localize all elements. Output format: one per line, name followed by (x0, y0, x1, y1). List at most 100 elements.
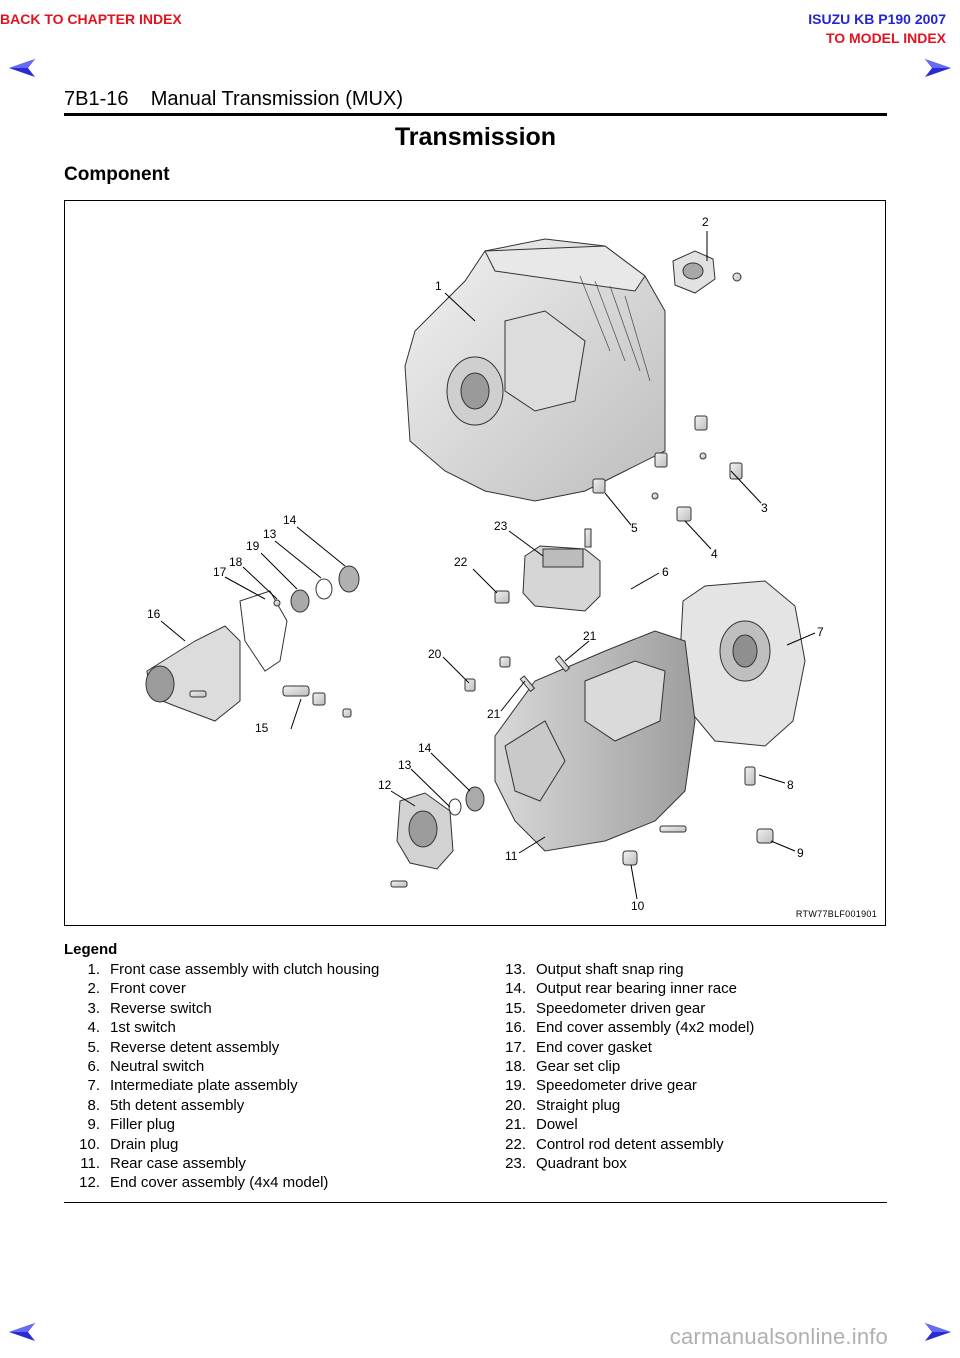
legend-text: Speedometer drive gear (536, 1077, 697, 1095)
legend-number: 2. (87, 980, 100, 998)
legend-number: 7. (87, 1077, 100, 1095)
callout-20: 20 (428, 647, 442, 661)
legend-item: 4. 1st switch (64, 1018, 464, 1037)
callout-7: 7 (817, 625, 824, 639)
arrow-left-icon[interactable] (8, 58, 36, 78)
legend-text: Dowel (536, 1116, 578, 1134)
legend-item: 7. Intermediate plate assembly (64, 1076, 464, 1095)
legend-title: Legend (64, 941, 118, 958)
legend-text: Front cover (110, 980, 186, 998)
callout-21a: 21 (583, 629, 597, 643)
legend-item: 5.Reverse detent assembly (64, 1038, 464, 1057)
callout-6: 6 (662, 565, 669, 579)
legend-number: 15. (505, 999, 526, 1017)
legend-item: 2. Front cover (64, 979, 464, 998)
header-rule (64, 113, 887, 116)
legend-item: 11. Rear case assembly (64, 1154, 464, 1173)
legend-text: Intermediate plate assembly (110, 1077, 298, 1095)
legend-number: 5. (87, 1038, 100, 1056)
legend-text: End cover assembly (4x2 model) (536, 1019, 755, 1037)
callout-17: 17 (213, 565, 227, 579)
legend-item: 16. End cover assembly (4x2 model) (490, 1018, 890, 1037)
callout-15: 15 (255, 721, 269, 735)
legend-text: Output shaft snap ring (536, 961, 684, 978)
legend-item: 18. Gear set clip (490, 1057, 890, 1076)
callout-12: 12 (378, 778, 392, 792)
legend-item: 9.Filler plug (64, 1115, 464, 1134)
legend-number: 19. (505, 1077, 526, 1095)
legend-number: 21. (505, 1116, 526, 1134)
arrow-right-icon[interactable] (924, 58, 952, 78)
legend-item: 19. Speedometer drive gear (490, 1076, 890, 1095)
legend-text: 1st switch (110, 1019, 176, 1037)
legend-item: 17. End cover gasket (490, 1038, 890, 1057)
back-to-chapter-index-link[interactable]: BACK TO CHAPTER INDEX (0, 11, 182, 27)
legend-text: End cover gasket (536, 1038, 652, 1056)
legend-text: Straight plug (536, 1096, 621, 1114)
legend-text: Reverse switch (110, 999, 212, 1017)
legend-item: 21. Dowel (490, 1115, 890, 1134)
legend-number: 18. (505, 1057, 526, 1075)
legend-left-column: 1.Front case assembly with clutch housin… (64, 960, 464, 1193)
legend-text: 5th detent assembly (110, 1096, 245, 1114)
callout-21b: 21 (487, 707, 501, 721)
legend-text: Output rear bearing inner race (536, 980, 737, 998)
callout-14b: 14 (283, 513, 297, 527)
legend-number: 17. (505, 1038, 526, 1056)
arrow-left-icon[interactable] (8, 1322, 36, 1342)
legend-number: 3. (87, 999, 100, 1017)
model-title: ISUZU KB P190 2007 (808, 11, 946, 27)
callout-10: 10 (631, 899, 645, 913)
legend-text: Rear case assembly (110, 1154, 246, 1172)
arrow-right-icon[interactable] (924, 1322, 952, 1342)
sub-title: Component (64, 164, 170, 185)
legend-text: Neutral switch (110, 1057, 205, 1075)
legend-item: 8.5th detent assembly (64, 1096, 464, 1115)
legend-number: 4. (87, 1019, 100, 1037)
callout-16: 16 (147, 607, 161, 621)
callout-13: 13 (398, 758, 412, 772)
legend-item: 15. Speedometer driven gear (490, 999, 890, 1018)
watermark: carmanualsonline.info (669, 1324, 888, 1349)
section-title: Transmission (394, 123, 557, 151)
callout-18: 18 (229, 555, 243, 569)
legend-number: 23. (505, 1154, 526, 1172)
legend-number: 13. (505, 961, 526, 978)
legend-item: 14. Output rear bearing inner race (490, 979, 890, 998)
legend-item: 22.Control rod detent assembly (490, 1135, 890, 1154)
legend-text: End cover assembly (4x4 model) (110, 1174, 329, 1192)
legend-number: 16. (505, 1019, 526, 1037)
legend-number: 9. (87, 1116, 100, 1134)
callout-22: 22 (454, 555, 468, 569)
legend-number: 11. (80, 1154, 100, 1172)
callout-11: 11 (505, 849, 518, 863)
callout-13b: 13 (263, 527, 277, 541)
legend-text: Drain plug (110, 1135, 179, 1153)
legend-number: 10. (79, 1135, 100, 1153)
legend-item: 10. Drain plug (64, 1135, 464, 1154)
legend-text: Speedometer driven gear (536, 999, 706, 1017)
transmission-exploded-view (145, 231, 816, 900)
callout-5: 5 (631, 521, 638, 535)
figure-code: RTW77BLF001901 (795, 909, 877, 919)
legend-text: Control rod detent assembly (536, 1135, 724, 1153)
legend-item: 6.Neutral switch (64, 1057, 464, 1076)
callout-1: 1 (435, 279, 442, 293)
callout-19: 19 (246, 539, 260, 553)
legend-text: Gear set clip (536, 1057, 621, 1075)
callout-3: 3 (761, 501, 768, 515)
legend-number: 1. (87, 961, 100, 978)
callout-4: 4 (711, 547, 718, 561)
bottom-rule (64, 1202, 887, 1203)
legend-item: 23.Quadrant box (490, 1154, 890, 1173)
callout-2: 2 (702, 215, 709, 229)
legend-right-column: 13. Output shaft snap ring 14. Output rear … (490, 960, 890, 1173)
to-model-index-link[interactable]: TO MODEL INDEX (825, 30, 946, 46)
legend-item: 20.Straight plug (490, 1096, 890, 1115)
legend-item: 3. Reverse switch (64, 999, 464, 1018)
callout-9: 9 (797, 846, 804, 860)
callout-8: 8 (787, 778, 794, 792)
legend-number: 14. (505, 980, 526, 998)
legend-item: 13. Output shaft snap ring (490, 960, 890, 979)
callout-23: 23 (494, 519, 508, 533)
